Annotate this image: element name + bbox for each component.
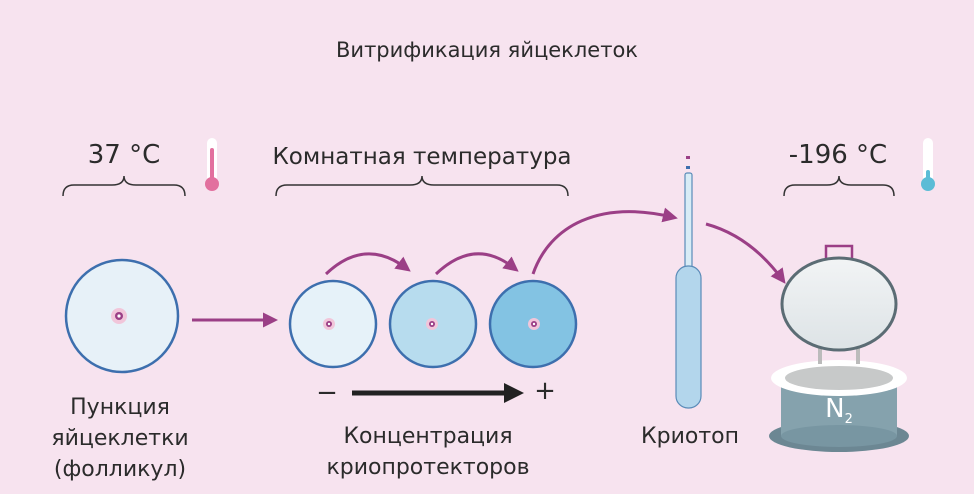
dewar-icon <box>769 244 909 452</box>
arrow-cryotop-to-dewar <box>705 222 786 284</box>
egg-cell-icon <box>288 279 378 369</box>
egg-cell-icon <box>388 279 478 369</box>
temp-label-cryo: -196 °C <box>788 140 888 170</box>
thermometer-cold-icon <box>921 138 935 191</box>
dewar-label-main: N <box>825 394 845 424</box>
arrow-dish-2-to-3 <box>434 252 519 276</box>
caption-puncture-line2: яйцеклетки <box>51 426 189 451</box>
gradient-plus-sign: + <box>534 376 556 406</box>
caption-puncture-line3: (фолликул) <box>53 457 187 482</box>
caption-puncture: Пункция яйцеклетки (фолликул) <box>40 392 200 485</box>
cryotop-icon <box>675 156 702 409</box>
dewar-label: N2 <box>822 394 856 427</box>
caption-concentration: Концентрация криопротекторов <box>318 421 538 483</box>
thermometer-warm-icon <box>205 138 219 191</box>
caption-concentration-line1: Концентрация <box>343 424 513 449</box>
gradient-minus-sign: − <box>316 378 338 408</box>
temp-label-room: Комнатная температура <box>272 144 572 170</box>
egg-cell-icon <box>488 279 578 369</box>
arrow-dish-to-cryotop <box>531 207 678 275</box>
brace-cryo-temp <box>783 175 895 197</box>
egg-cell-icon <box>64 258 180 374</box>
arrow-dish-1-to-2 <box>324 252 411 276</box>
caption-puncture-line1: Пункция <box>70 395 170 420</box>
dewar-label-sub: 2 <box>844 412 853 428</box>
temp-label-body: 37 °C <box>87 140 161 170</box>
caption-concentration-line2: криопротекторов <box>326 455 530 480</box>
brace-room-temp <box>275 175 569 197</box>
caption-cryotop: Криотоп <box>640 424 739 449</box>
diagram-title: Витрификация яйцеклеток <box>336 38 638 62</box>
brace-body-temp <box>62 175 186 197</box>
